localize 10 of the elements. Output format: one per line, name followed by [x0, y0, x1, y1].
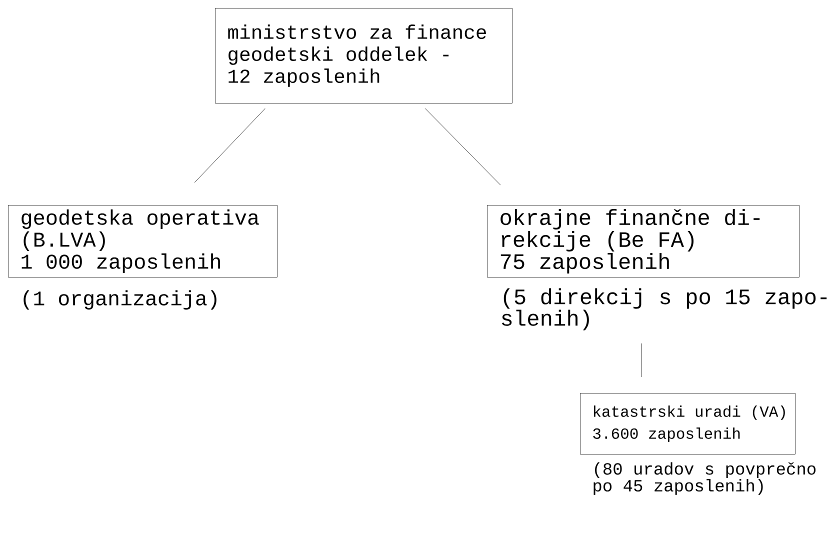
org-box: geodetska operativa (B.LVA) 1 000 zaposlenih — [8, 205, 278, 278]
org-box: katastrski uradi (VA) 3.600 zaposlenih — [580, 393, 796, 454]
org-box: ministrstvo za finance geodetski oddelek - 12 zaposlenih — [215, 8, 512, 104]
note-text: (80 uradov s povprečno po 45 zaposlenih) — [594, 462, 816, 495]
org-box: okrajne finančne di- rekcije (Be FA) 75 zaposlenih — [487, 205, 800, 278]
note-text: (5 direkcij s po 15 zapo- slenih) — [502, 288, 827, 330]
note-text: (1 organizacija) — [24, 290, 216, 310]
connector-line — [424, 108, 501, 186]
connector-line — [194, 108, 266, 183]
connector-line — [641, 343, 642, 378]
